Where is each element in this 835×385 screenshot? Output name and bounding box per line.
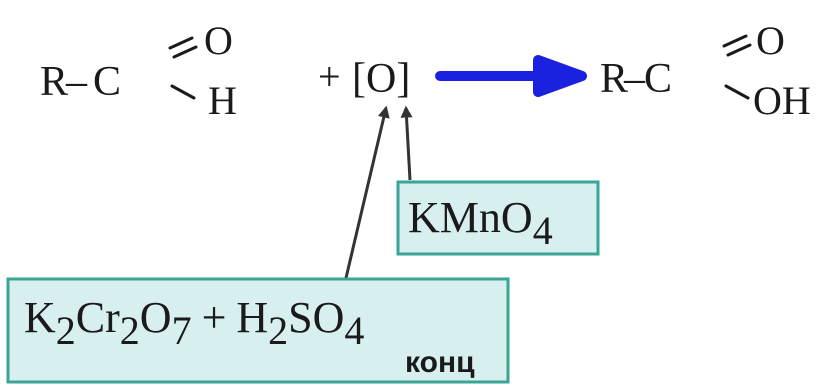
acid-single-bond	[724, 84, 750, 100]
sulfuric-h-subscript: 2	[268, 308, 288, 353]
acid-formula: R – C O OH	[600, 18, 811, 123]
kmno4-subscript: 4	[533, 208, 553, 253]
aldehyde-oxygen: O	[204, 18, 233, 63]
reagent1-arrow	[344, 105, 390, 279]
plus-sign: +	[318, 54, 341, 99]
sulfuric-so: SO	[288, 293, 344, 342]
reagent-box-dichromate-frame	[6, 277, 510, 384]
oxidant-label: [O]	[352, 56, 410, 102]
aldehyde-r: R	[40, 59, 68, 105]
reagent-box-kmno4-frame	[396, 180, 600, 256]
reagent-plus: +	[202, 293, 227, 342]
acid-hydroxyl: OH	[753, 78, 811, 123]
reagent-box-dichromate: K2Cr2O7+H2SO4 конц	[6, 277, 510, 384]
acid-oxygen: O	[756, 18, 785, 63]
svg-text:KMnO4: KMnO4	[408, 193, 553, 253]
aldehyde-bond: –	[65, 59, 88, 105]
dichromate-cr: Cr	[76, 293, 120, 342]
dichromate-k-subscript: 2	[56, 308, 76, 353]
sulfuric-h: H	[236, 293, 268, 342]
acid-double-bond	[722, 34, 752, 57]
reagent-box-kmno4: KMnO4	[396, 180, 600, 256]
acid-bond: –	[623, 56, 646, 102]
reagent2-arrow	[400, 105, 413, 181]
aldehyde-single-bond	[170, 84, 196, 100]
aldehyde-formula: R – C O H	[40, 18, 237, 123]
reaction-arrow	[435, 55, 587, 97]
aldehyde-hydrogen: H	[208, 78, 237, 123]
kmno4-main: KMnO	[408, 193, 533, 242]
sulfuric-so-subscript: 4	[344, 308, 364, 353]
dichromate-o: O	[140, 293, 172, 342]
svg-text:K2Cr2O7+H2SO4: K2Cr2O7+H2SO4	[24, 293, 364, 353]
aldehyde-carbon: C	[93, 59, 121, 105]
dichromate-k: K	[24, 293, 56, 342]
acid-carbon: C	[644, 56, 672, 102]
aldehyde-double-bond	[168, 36, 198, 59]
dichromate-cr-subscript: 2	[120, 308, 140, 353]
concentrated-note: конц	[405, 346, 475, 379]
dichromate-o-subscript: 7	[172, 308, 192, 353]
acid-r: R	[600, 56, 628, 102]
